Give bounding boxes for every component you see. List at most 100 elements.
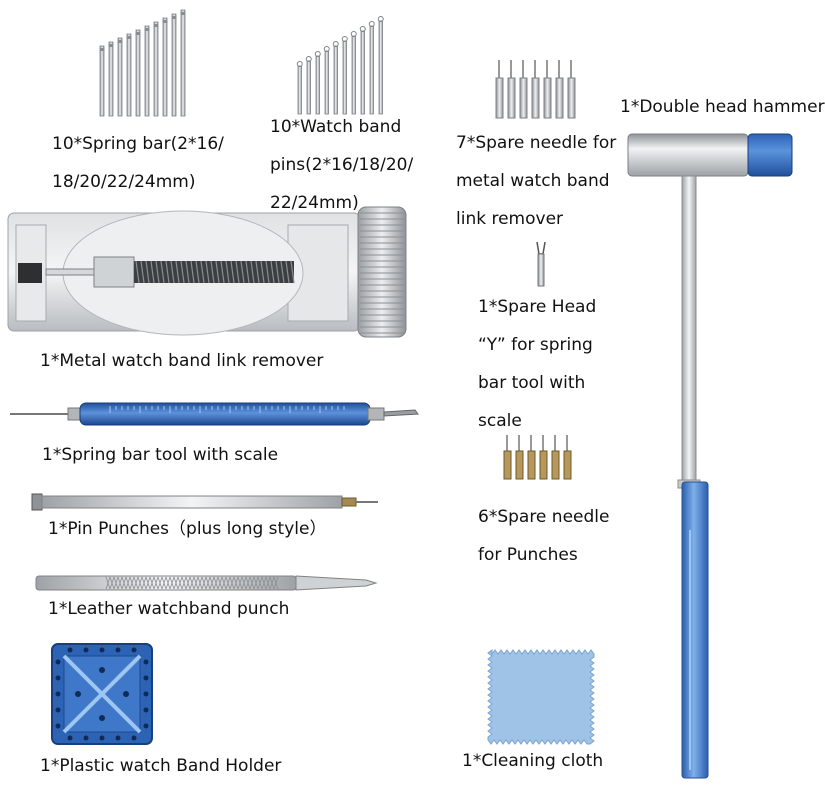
spring-bar-tip	[162, 20, 168, 23]
knurl-line	[241, 576, 247, 590]
spring-bar	[153, 21, 159, 117]
thread-rod	[134, 261, 294, 283]
holder-hole	[99, 715, 105, 721]
thread-line	[175, 260, 180, 284]
spring-bar-tip	[171, 16, 177, 19]
thread-line	[215, 260, 220, 284]
thread-line	[150, 260, 155, 284]
knurl-line	[221, 576, 227, 590]
spring-bar-tool-graphic	[10, 402, 419, 426]
thread-line	[205, 260, 210, 284]
band-pin-head	[341, 36, 348, 42]
link-remover-label: 1*Metal watch band link remover	[40, 351, 324, 371]
knurl-line	[157, 576, 163, 590]
thread-line	[245, 260, 250, 284]
knurl-line	[165, 576, 171, 590]
holder-hole	[55, 659, 61, 665]
band-pin	[369, 25, 374, 115]
knurl-line	[113, 576, 119, 590]
thread-line	[285, 260, 290, 284]
holder-hole	[143, 691, 149, 697]
holder-hole	[67, 735, 73, 741]
hammer-label: 1*Double head hammer	[620, 97, 825, 117]
band-pin	[315, 55, 320, 115]
thread-line	[265, 260, 270, 284]
spring-bar-tool-label: 1*Spring bar tool with scale	[42, 445, 279, 465]
thread-line	[165, 260, 170, 284]
needle-body	[507, 77, 516, 119]
knurl-line	[149, 576, 155, 590]
band-pin	[360, 30, 365, 115]
knurl-line	[161, 576, 167, 590]
holder-hole	[83, 735, 89, 741]
thread-line	[225, 260, 230, 284]
knurl-line	[269, 576, 275, 590]
knurl-line	[153, 576, 159, 590]
band-holder-graphic	[51, 643, 153, 745]
spring-bar	[99, 45, 105, 117]
thread-line	[200, 260, 205, 284]
knurl-line	[233, 576, 239, 590]
watch-band-pins-graphic	[296, 16, 384, 115]
knurl-line	[169, 576, 175, 590]
leather-punch-image	[35, 572, 381, 594]
holder-hole	[55, 675, 61, 681]
knurl-line	[261, 576, 267, 590]
thread-line	[155, 260, 160, 284]
spare-needle-punches-label: 6*Spare needle for Punches	[478, 507, 610, 565]
holder-hole	[67, 647, 73, 653]
holder-hole	[55, 723, 61, 729]
spring-bar	[108, 41, 114, 117]
punch-needle-body	[563, 450, 572, 480]
spring-bar-tip	[126, 36, 132, 39]
band-pin-head	[323, 46, 330, 52]
thread-line	[185, 260, 190, 284]
thread-line	[180, 260, 185, 284]
punch-needle-body	[527, 450, 536, 480]
knurl-line	[177, 576, 183, 590]
thread-line	[145, 260, 150, 284]
holder-hole	[55, 707, 61, 713]
cleaning-cloth-image	[487, 648, 595, 745]
knurl-line	[197, 576, 203, 590]
spring-bar-tip	[117, 40, 123, 43]
holder-hole	[143, 707, 149, 713]
knurl-line	[249, 576, 255, 590]
spring-bars-label: 10*Spring bar(2*16/ 18/20/22/24mm)	[52, 134, 224, 192]
band-holder-image	[48, 640, 156, 748]
thread-line	[230, 260, 235, 284]
thread-line	[235, 260, 240, 284]
band-pin-head	[332, 41, 339, 47]
holder-hole	[75, 691, 81, 697]
knurl-line	[109, 576, 115, 590]
watch-band-pins-image	[290, 10, 390, 120]
link-remover-graphic	[7, 206, 407, 338]
knurl-line	[141, 576, 147, 590]
pin-punches-graphic	[31, 493, 378, 511]
knurl-line	[213, 576, 219, 590]
thread-line	[290, 260, 295, 284]
knurl-line	[201, 576, 207, 590]
punch-needle-body	[503, 450, 512, 480]
knurl-line	[225, 576, 231, 590]
band-pin	[342, 40, 347, 115]
thread-line	[195, 260, 200, 284]
thread-line	[250, 260, 255, 284]
spring-bar-tool-image	[10, 398, 420, 430]
spare-needle-link-label: 7*Spare needle for metal watch band link…	[456, 133, 617, 229]
spring-bar-tip	[153, 24, 159, 27]
holder-hole	[115, 647, 121, 653]
spring-bars-graphic	[99, 9, 186, 117]
spring-bar	[117, 37, 123, 117]
spring-bar	[162, 17, 168, 117]
thread-line	[280, 260, 285, 284]
watch-band-pins-label: 10*Watch band pins(2*16/18/20/ 22/24mm)	[270, 117, 414, 213]
spring-bar-tip	[108, 44, 114, 47]
needle-body	[555, 77, 564, 119]
spring-bar	[135, 29, 141, 117]
holder-hole	[83, 647, 89, 653]
knurl-line	[121, 576, 127, 590]
spring-bar-tip	[135, 32, 141, 35]
double-head-hammer-image	[620, 130, 800, 780]
knurl-line	[257, 576, 263, 590]
